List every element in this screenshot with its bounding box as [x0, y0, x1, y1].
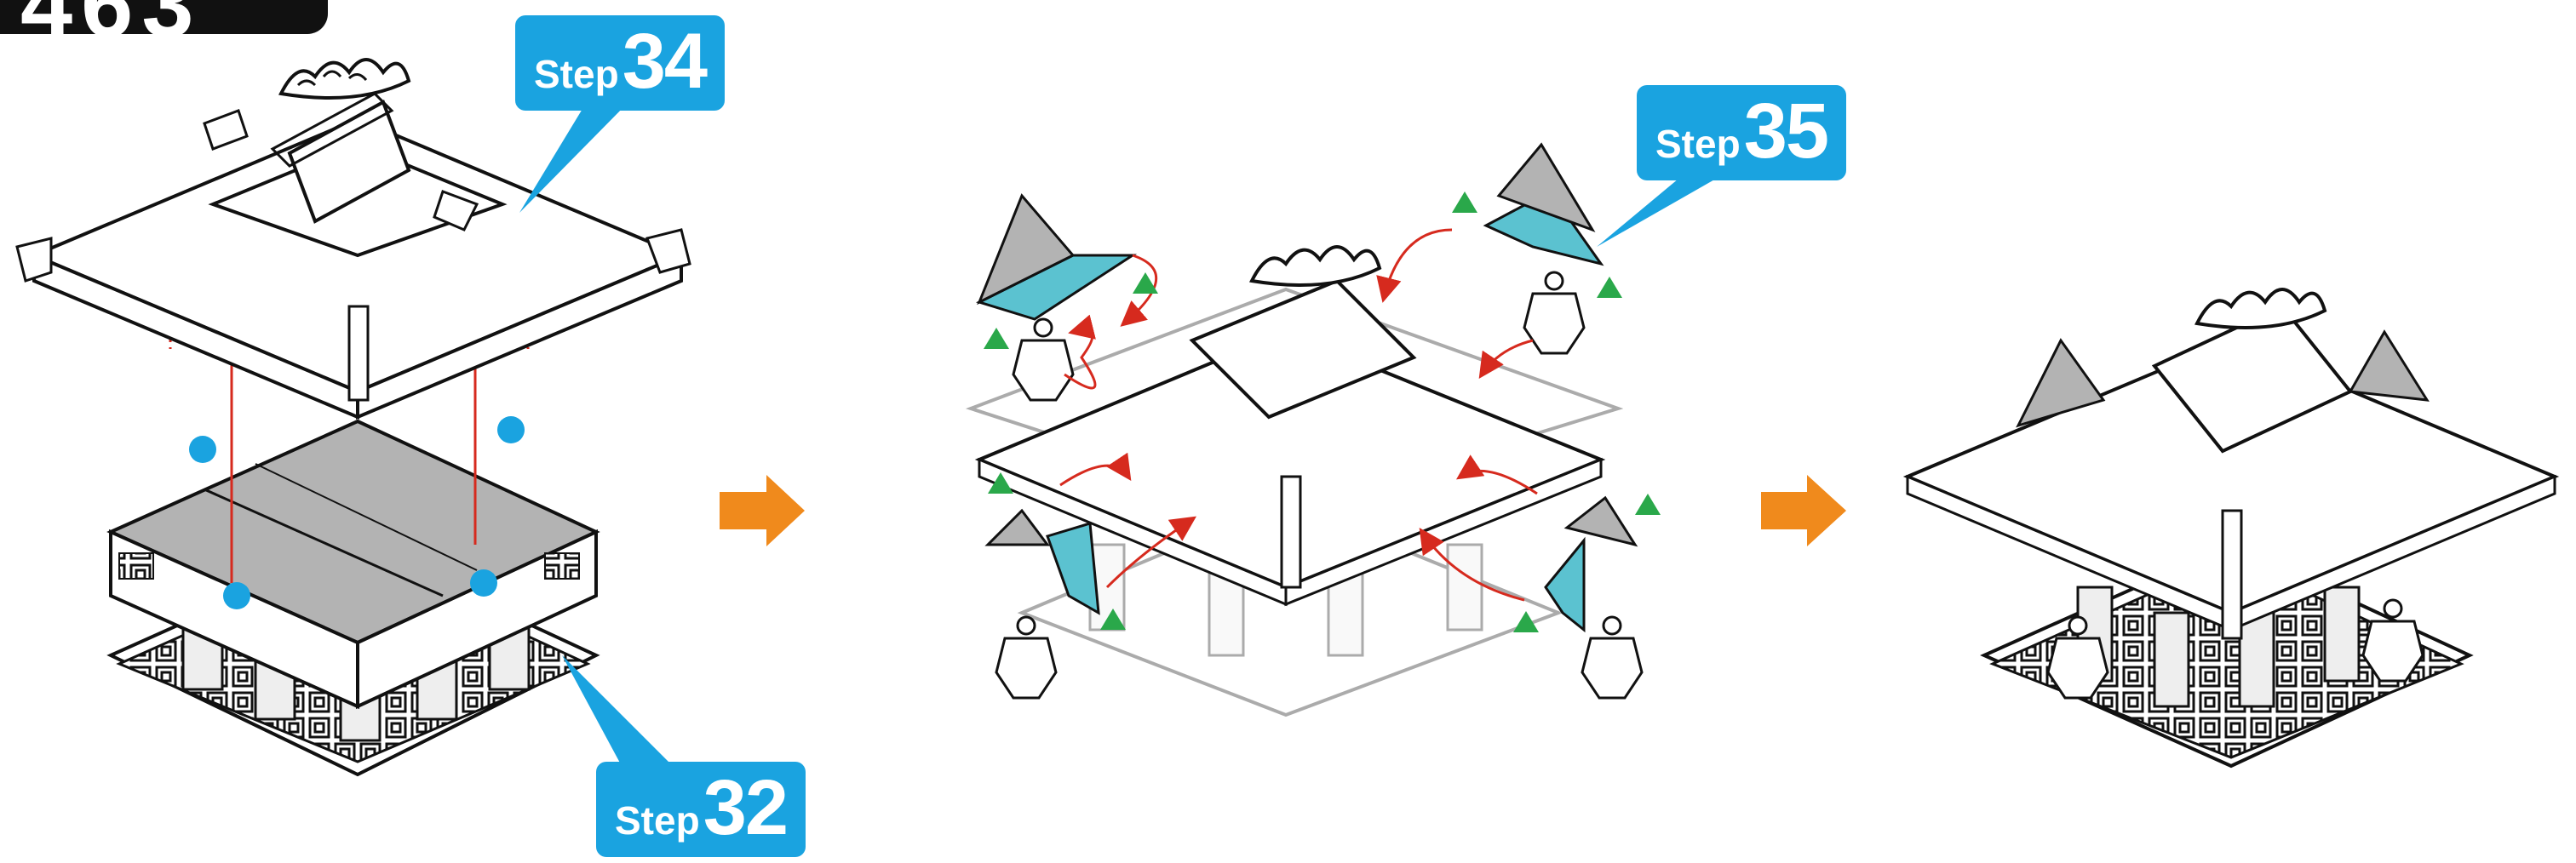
- blue-dot-icon: [497, 416, 525, 443]
- step-32-badge: Step 32: [596, 762, 806, 857]
- blue-dot-icon: [189, 436, 216, 463]
- step-number: 35: [1744, 94, 1827, 169]
- step-number: 32: [703, 770, 787, 845]
- blue-dot-icon: [470, 569, 497, 597]
- step34-callout-tail: [519, 100, 630, 213]
- orange-arrow-icon: [720, 475, 805, 546]
- step-34-badge: Step 34: [515, 15, 725, 111]
- right-assembly: [1908, 289, 2555, 766]
- step-35-badge: Step 35: [1637, 85, 1846, 180]
- lantern-icon: [996, 617, 1056, 698]
- lantern-icon: [1013, 319, 1073, 400]
- lantern-icon: [1524, 272, 1584, 353]
- green-triangle-icon: [984, 328, 1009, 349]
- middle-assembly: [971, 145, 1746, 715]
- green-triangle-icon: [1597, 277, 1622, 298]
- left-assembly: [17, 60, 690, 774]
- green-triangle-icon: [1452, 191, 1477, 213]
- blue-dot-icon: [223, 582, 250, 609]
- step-word: Step: [615, 797, 700, 843]
- lantern-icon: [1582, 617, 1642, 698]
- step-number: 34: [622, 24, 706, 99]
- green-triangle-icon: [1133, 272, 1158, 294]
- step-word: Step: [1655, 121, 1741, 167]
- step32-callout-tail: [562, 655, 673, 766]
- step-word: Step: [534, 51, 619, 97]
- green-triangle-icon: [1635, 494, 1661, 515]
- orange-arrow-icon: [1761, 475, 1846, 546]
